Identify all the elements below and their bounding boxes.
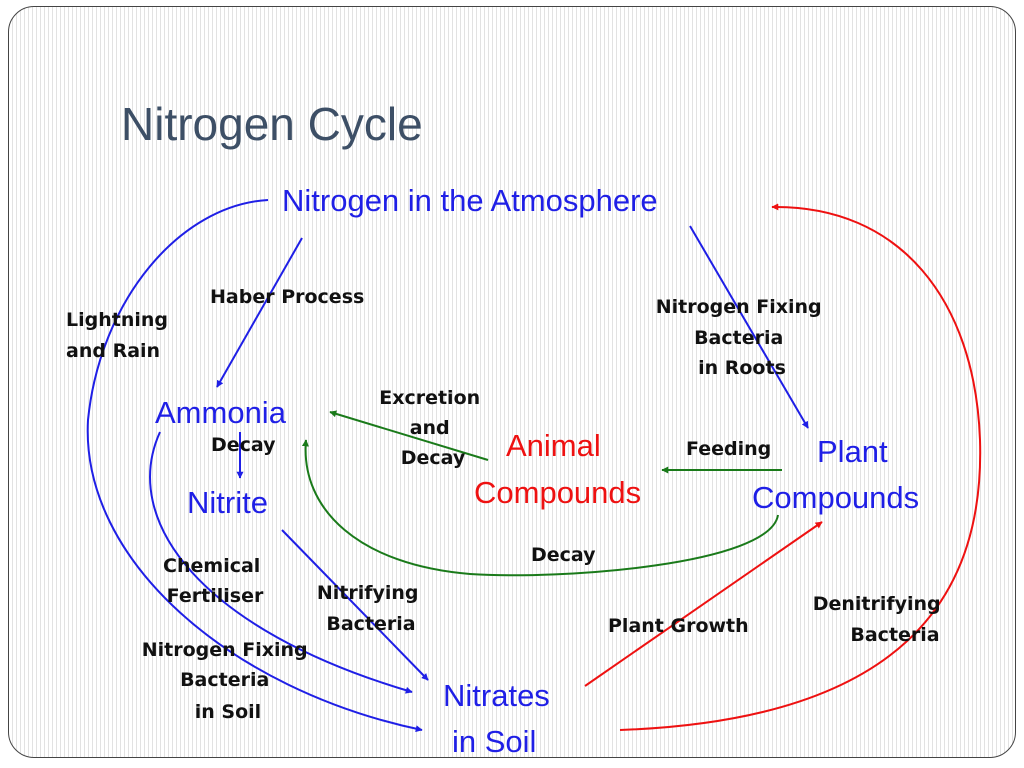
label-plant-growth: Plant Growth <box>608 615 749 637</box>
node-plant-line2: Compounds <box>752 480 919 515</box>
label-lightning-and-rain: Lightning and Rain <box>66 309 175 362</box>
node-nitrite: Nitrite <box>187 485 268 520</box>
label-denitrifying-bacteria: Denitrifying Bacteria <box>813 593 948 646</box>
arrow-plant-growth <box>584 521 823 687</box>
label-chemical-fertiliser: Chemical Fertiliser <box>163 555 267 607</box>
node-nitrates-line2: in Soil <box>452 724 536 759</box>
slide-frame: Nitrogen Cycle <box>8 6 1016 758</box>
node-animal-compounds: Animal Compounds <box>474 428 641 510</box>
label-decay-ammonia: Decay <box>211 434 276 456</box>
arrow-excretion <box>329 410 489 461</box>
label-decay-plant: Decay <box>531 544 596 566</box>
label-fixing-bacteria-soil: Nitrogen Fixing Bacteria in Soil <box>142 639 315 723</box>
arrow-lightning <box>86 199 423 733</box>
label-nitrifying-bacteria: Nitrifying Bacteria <box>317 582 425 635</box>
node-nitrates-in-soil: Nitrates in Soil <box>443 678 558 759</box>
label-haber-process: Haber Process <box>210 286 364 308</box>
page-title: Nitrogen Cycle <box>121 98 423 150</box>
label-excretion-and-decay: Excretion and Decay <box>379 387 487 469</box>
label-fixing-bacteria-roots: Nitrogen Fixing Bacteria in Roots <box>656 296 829 379</box>
node-animal-line1: Animal <box>506 428 601 463</box>
node-atmosphere: Nitrogen in the Atmosphere <box>282 183 658 218</box>
arrow-denitrifying <box>619 203 982 731</box>
arrow-haber-process <box>216 237 303 388</box>
arrow-chemical-fertiliser <box>149 431 413 694</box>
node-plant-compounds: Plant Compounds <box>752 434 919 515</box>
arrow-fixing-roots <box>689 225 809 429</box>
label-feeding: Feeding <box>686 438 771 460</box>
arrow-nitrifying <box>281 529 429 681</box>
node-ammonia: Ammonia <box>155 395 287 430</box>
node-nitrates-line1: Nitrates <box>443 678 550 713</box>
node-animal-line2: Compounds <box>474 475 641 510</box>
node-plant-line1: Plant <box>817 434 888 469</box>
arrow-decay-plant <box>301 439 779 577</box>
